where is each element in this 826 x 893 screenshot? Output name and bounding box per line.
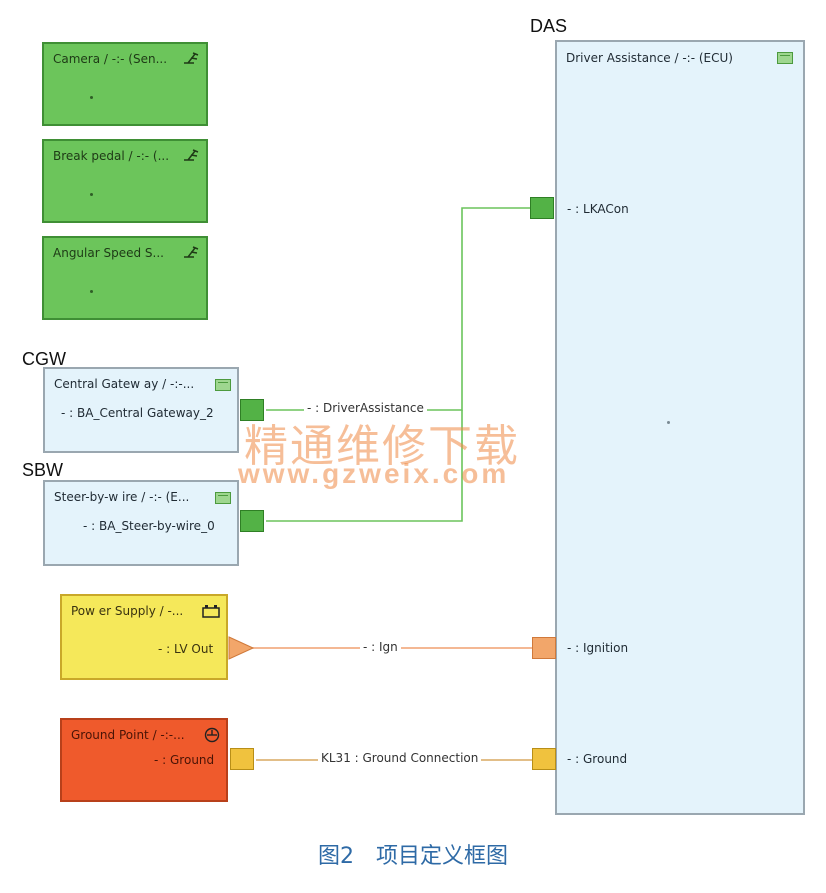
ecu-icon [215,379,231,391]
ignition-port-label: - : Ignition [567,641,629,655]
anchor-dot [90,96,93,99]
anchor-dot [90,290,93,293]
anchor-dot [667,421,670,424]
watermark-cn: 精通维修下载 [244,421,520,472]
central-gateway-port-label: - : BA_Central Gateway_2 [61,406,214,420]
driver-assistance-title: Driver Assistance / -:- (ECU) [566,51,733,65]
central-gateway-title: Central Gatew ay / -:-... [54,377,195,391]
sensor-icon [184,246,199,258]
ignition-port[interactable] [532,637,556,659]
ground-icon [204,727,220,743]
das-group-label: DAS [530,16,568,36]
anchor-dot [90,193,93,196]
ground-point-port-label: - : Ground [154,753,215,767]
break-pedal-sensor-title: Break pedal / -:- (... [53,149,170,163]
steer-by-wire-port-label: - : BA_Steer-by-wire_0 [83,519,215,533]
ecu-icon [215,492,231,504]
break-pedal-sensor-block[interactable]: Break pedal / -:- (... [42,139,208,223]
ground-point-title: Ground Point / -:-... [71,728,185,742]
ignition-connection-label: - : Ign [360,640,401,654]
ground-point-block[interactable]: Ground Point / -:-... - : Ground [60,718,228,802]
figure-caption: 图2 项目定义框图 [318,844,508,869]
steer-by-wire-title: Steer-by-w ire / -:- (E... [54,490,190,504]
lkacon-port[interactable] [530,197,554,219]
angular-speed-sensor-title: Angular Speed S... [53,246,164,260]
angular-speed-sensor-block[interactable]: Angular Speed S... [42,236,208,320]
central-gateway-port[interactable] [240,399,264,421]
watermark-url: www.gzweix.com [238,458,510,489]
ground-port-label: - : Ground [567,752,628,766]
power-supply-port[interactable] [228,636,254,660]
power-supply-title: Pow er Supply / -... [71,604,184,618]
camera-sensor-block[interactable]: Camera / -:- (Sen... [42,42,208,126]
cgw-group-label: CGW [22,349,66,369]
lkacon-port-label: - : LKACon [567,202,629,216]
camera-sensor-title: Camera / -:- (Sen... [53,52,168,66]
power-supply-block[interactable]: Pow er Supply / -... - : LV Out [60,594,228,680]
driver-assistance-block[interactable]: Driver Assistance / -:- (ECU) - : LKACon… [555,40,805,815]
das-ground-port[interactable] [532,748,556,770]
driver-assistance-link [266,207,530,411]
sensor-icon [184,149,199,161]
sensor-icon [184,52,199,64]
steer-by-wire-link [266,410,463,522]
sbw-group-label: SBW [22,460,64,480]
ecu-icon [777,52,793,64]
central-gateway-block[interactable]: Central Gatew ay / -:-... - : BA_Central… [43,367,239,453]
ground-connection-label: KL31 : Ground Connection [318,751,482,765]
steer-by-wire-port[interactable] [240,510,264,532]
battery-icon [202,605,220,618]
power-supply-port-label: - : LV Out [158,642,214,656]
ground-point-port[interactable] [230,748,254,770]
driver-assistance-connection-label: - : DriverAssistance [304,401,427,415]
steer-by-wire-block[interactable]: Steer-by-w ire / -:- (E... - : BA_Steer-… [43,480,239,566]
